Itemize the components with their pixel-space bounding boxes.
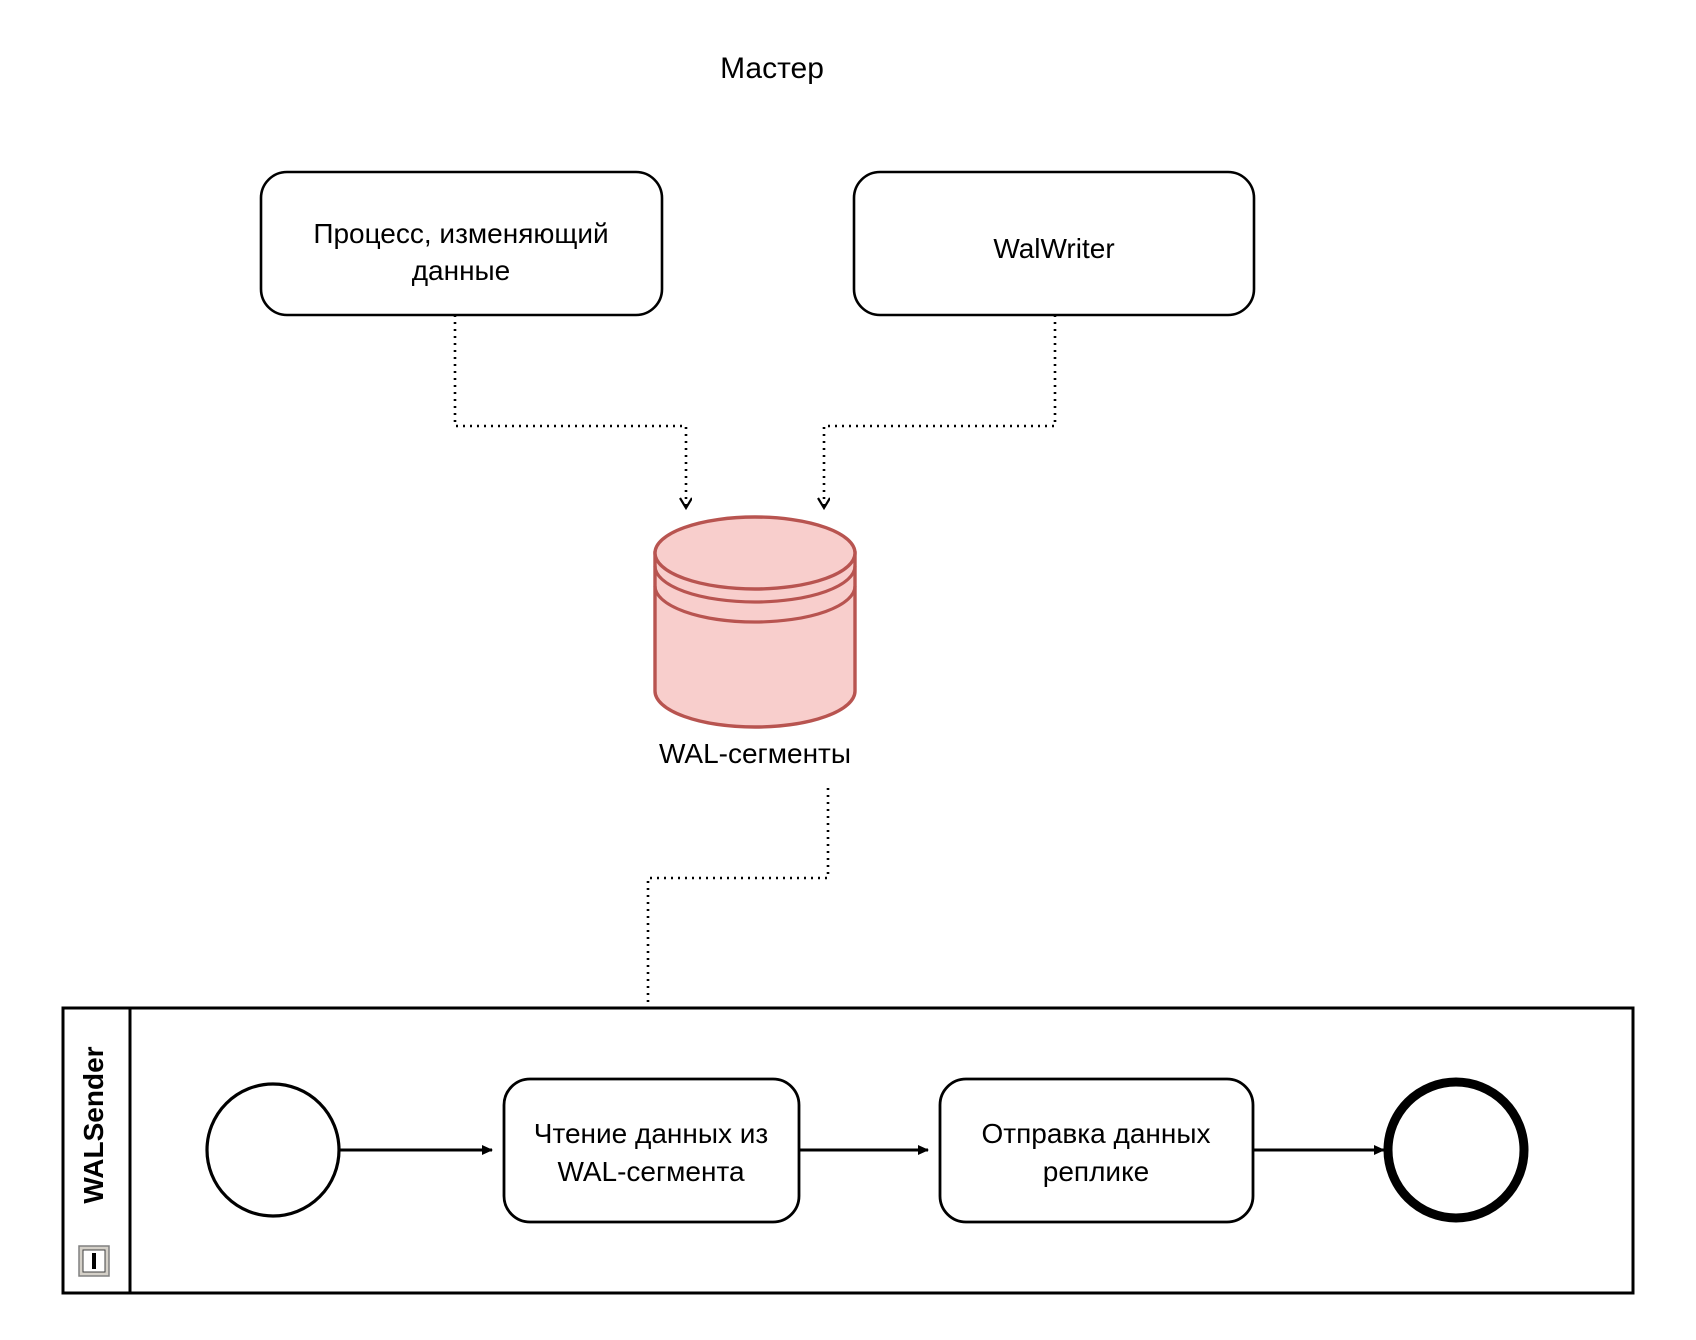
wal-segments-label: WAL-сегменты <box>659 738 851 769</box>
lane-label-walsender: WALSender <box>78 1046 109 1203</box>
task-read-wal-segment[interactable]: Чтение данных из WAL-сегмента <box>502 1077 801 1224</box>
node-process-changing-data[interactable]: Процесс, изменяющий данные <box>259 170 664 317</box>
wal-segments-cylinder-top <box>653 515 857 591</box>
task-send-data-to-replica[interactable]: Отправка данных реплике <box>938 1077 1255 1224</box>
lane-marker-icon[interactable] <box>78 1245 110 1277</box>
connector-process-to-wal-segments <box>453 315 686 508</box>
process-changing-data-label-line1: Процесс, изменяющий <box>313 218 608 249</box>
end-event-circle[interactable] <box>1383 1077 1529 1223</box>
read-wal-segment-shape[interactable] <box>502 1077 801 1224</box>
read-wal-segment-label-line2: WAL-сегмента <box>557 1156 745 1187</box>
node-walwriter[interactable]: WalWriter <box>852 170 1256 317</box>
send-data-to-replica-label-line1: Отправка данных <box>982 1118 1211 1149</box>
wal-segments-disc-line-1 <box>653 565 857 604</box>
start-event[interactable] <box>205 1082 341 1218</box>
start-event-circle[interactable] <box>205 1082 341 1218</box>
process-changing-data-shape[interactable] <box>259 170 664 317</box>
walwriter-label-line1: WalWriter <box>993 233 1114 264</box>
wal-segments-disc-line-2 <box>653 585 857 624</box>
process-changing-data-label-line2: данные <box>412 255 511 286</box>
read-wal-segment-label-line1: Чтение данных из <box>534 1118 768 1149</box>
datastore-wal-segments[interactable]: WAL-сегменты <box>653 515 857 769</box>
connector-walwriter-to-wal-segments <box>824 315 1057 508</box>
send-data-to-replica-shape[interactable] <box>938 1077 1255 1224</box>
page-title: Мастер <box>720 52 824 85</box>
end-event[interactable] <box>1383 1077 1529 1223</box>
send-data-to-replica-label-line2: реплике <box>1043 1156 1149 1187</box>
